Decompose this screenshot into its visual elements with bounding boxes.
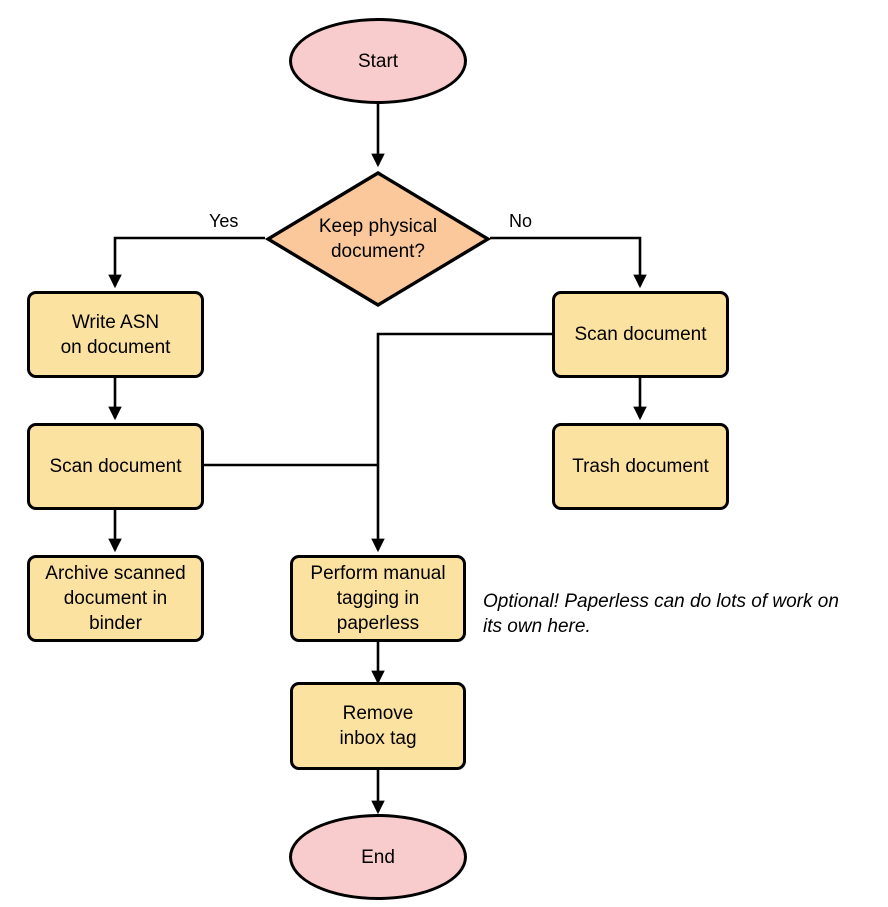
node-scan-document-left[interactable]: Scan document: [27, 423, 204, 510]
node-archive-scanned-document[interactable]: Archive scanned document in binder: [27, 555, 204, 642]
edge-decision-no-to-scan-right: [490, 236, 647, 289]
node-trash-document-label: Trash document: [572, 456, 709, 477]
annotation-optional-note: Optional! Paperless can do lots of work …: [483, 589, 883, 639]
node-archive-line1: Archive scanned: [45, 563, 186, 584]
node-end-label: End: [361, 846, 395, 868]
edge-label-yes: Yes: [209, 211, 239, 231]
node-scan-document-left-label: Scan document: [49, 456, 182, 477]
node-scan-document-right-label: Scan document: [574, 324, 707, 345]
node-archive-line2: document in: [63, 588, 168, 609]
node-write-asn-line1: Write ASN: [71, 311, 160, 333]
node-decision-label: Keep physical document?: [265, 170, 491, 308]
node-archive-line3: binder: [89, 613, 142, 634]
annotation-optional-note-line2: its own here.: [483, 616, 591, 637]
node-end[interactable]: End: [289, 814, 467, 900]
node-manual-tagging-line2: tagging in: [336, 588, 420, 609]
node-start-label: Start: [357, 50, 399, 72]
node-manual-tagging-line3: paperless: [336, 613, 420, 634]
node-manual-tagging-line1: Perform manual: [310, 563, 446, 584]
node-decision-keep-physical-document[interactable]: Keep physical document?: [265, 170, 491, 308]
node-start[interactable]: Start: [289, 18, 467, 104]
edge-label-no: No: [509, 211, 533, 231]
node-remove-inbox-line2: inbox tag: [339, 728, 417, 749]
node-remove-inbox-tag[interactable]: Remove inbox tag: [290, 682, 466, 770]
edge-scan-right-to-manual-tagging: [371, 332, 552, 553]
node-decision-label-line1: Keep physical: [318, 216, 438, 237]
edge-decision-yes-to-write-asn: [108, 236, 265, 289]
node-scan-document-right[interactable]: Scan document: [552, 291, 729, 378]
node-write-asn-on-document[interactable]: Write ASN on document: [27, 291, 204, 378]
annotation-optional-note-line1: Optional! Paperless can do lots of work …: [483, 591, 839, 612]
node-write-asn-line2: on document: [60, 336, 171, 358]
node-decision-label-line2: document?: [330, 241, 425, 262]
diamond-shape: [265, 171, 491, 307]
node-perform-manual-tagging[interactable]: Perform manual tagging in paperless: [290, 555, 466, 642]
node-trash-document[interactable]: Trash document: [552, 423, 729, 510]
node-remove-inbox-line1: Remove: [342, 703, 414, 724]
